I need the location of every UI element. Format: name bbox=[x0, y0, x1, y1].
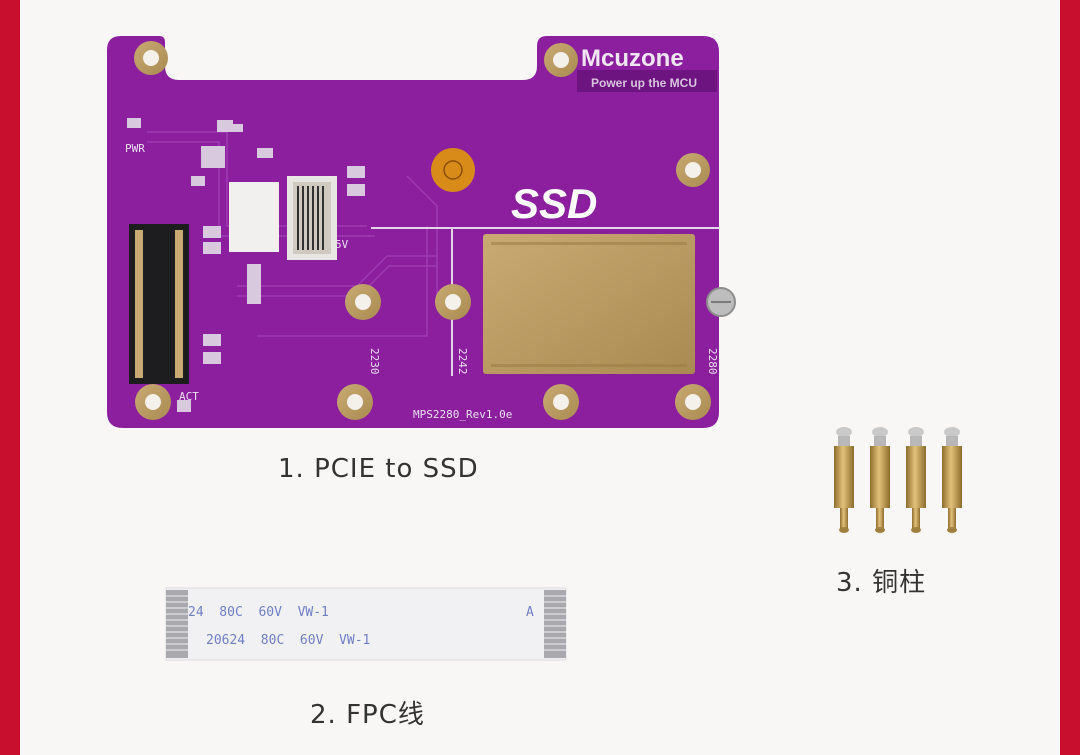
standoff bbox=[942, 427, 962, 533]
revision-label: MPS2280_Rev1.0e bbox=[413, 408, 512, 421]
act-label: ACT bbox=[179, 390, 199, 403]
caption-pcie-to-ssd: 1. PCIE to SSD bbox=[278, 454, 479, 484]
size-2242-label: 2242 bbox=[456, 348, 469, 375]
cable-print-line1-end: A bbox=[526, 605, 534, 620]
fpc-cable: 24 80C 60V VW-1 A 20624 80C 60V VW-1 bbox=[165, 587, 567, 661]
cable-print-line1: 24 80C 60V VW-1 bbox=[188, 605, 329, 620]
5v-label: 5V bbox=[335, 238, 349, 251]
standoff bbox=[834, 427, 854, 533]
caption-copper-standoff: 3. 铜柱 bbox=[836, 568, 927, 598]
ssd-label: SSD bbox=[511, 180, 597, 227]
copper-standoffs bbox=[834, 427, 962, 533]
brand-logo: Mcuzone bbox=[581, 45, 684, 72]
standoff bbox=[906, 427, 926, 533]
caption-fpc-cable: 2. FPC线 bbox=[310, 700, 425, 730]
qc-sticker bbox=[431, 148, 475, 192]
shield-pad bbox=[483, 234, 695, 374]
pwr-label: PWR bbox=[125, 142, 145, 155]
pcie-to-ssd-board: Mcuzone Power up the MCU SSD PWR ACT 5V … bbox=[107, 36, 736, 428]
size-2230-label: 2230 bbox=[368, 348, 381, 375]
standoff bbox=[870, 427, 890, 533]
product-photo-frame: Mcuzone Power up the MCU SSD PWR ACT 5V … bbox=[20, 0, 1060, 755]
size-2280-label: 2280 bbox=[706, 348, 719, 375]
brand-tagline: Power up the MCU bbox=[591, 76, 697, 90]
cable-print-line2: 20624 80C 60V VW-1 bbox=[206, 633, 370, 648]
